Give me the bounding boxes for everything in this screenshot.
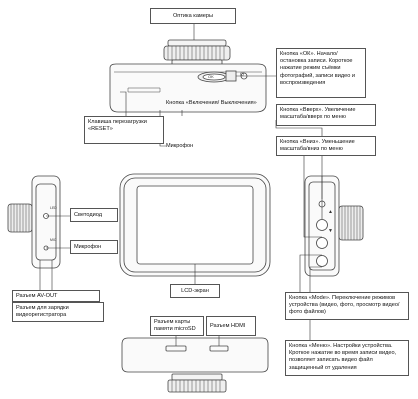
label-microphone-top: Микрофон [166, 143, 194, 149]
power-symbol-mark: ⏻ [240, 72, 244, 78]
label-av-out: Разъем AV-OUT [12, 290, 100, 302]
left-side-mark-top: LED [50, 206, 57, 210]
up-arrow-mark: ▲ [328, 209, 333, 215]
device-front-body [119, 173, 271, 277]
device-left-side [7, 175, 61, 269]
label-menu-button: Кнопка «Меню». Настройки устройства. Кро… [285, 340, 409, 376]
label-microsd-slot: Разъем карты памяти microSD [150, 316, 204, 336]
device-right-side [304, 175, 364, 277]
device-top-body [109, 63, 267, 113]
ok-ring-mark: OK [208, 74, 214, 79]
lcd-screen-drawing [136, 185, 254, 265]
label-microphone-side: Микрофон [70, 240, 118, 254]
label-lcd-screen: LCD-экран [170, 284, 220, 298]
label-up-button: Кнопка «Вверх». Увеличение масштаба/ввер… [276, 104, 376, 126]
label-hdmi-port: Разъем HDMI [206, 316, 256, 336]
label-camera-optics: Оптика камеры [150, 8, 236, 24]
label-reset-key: Клавиша перезагрузки «RESET» [84, 116, 164, 144]
down-arrow-mark: ▼ [328, 228, 333, 234]
label-led: Светодиод [70, 208, 118, 222]
device-bottom-view [121, 337, 269, 393]
label-charge-port: Разъем для зарядки видеорегистратора [12, 302, 104, 322]
label-ok-button: Кнопка «ОК». Начало/остановка записи. Ко… [276, 48, 366, 98]
label-power-button: Кнопка «Включения/ Выключения» [166, 100, 257, 106]
label-mode-button: Кнопка «Mode». Переключение режимов устр… [285, 292, 409, 320]
label-down-button: Кнопка «Вниз». Уменьшение масштаба/вниз … [276, 136, 376, 156]
left-side-mark-bottom: MIC [50, 238, 57, 242]
camera-lens-drawing [163, 39, 231, 67]
